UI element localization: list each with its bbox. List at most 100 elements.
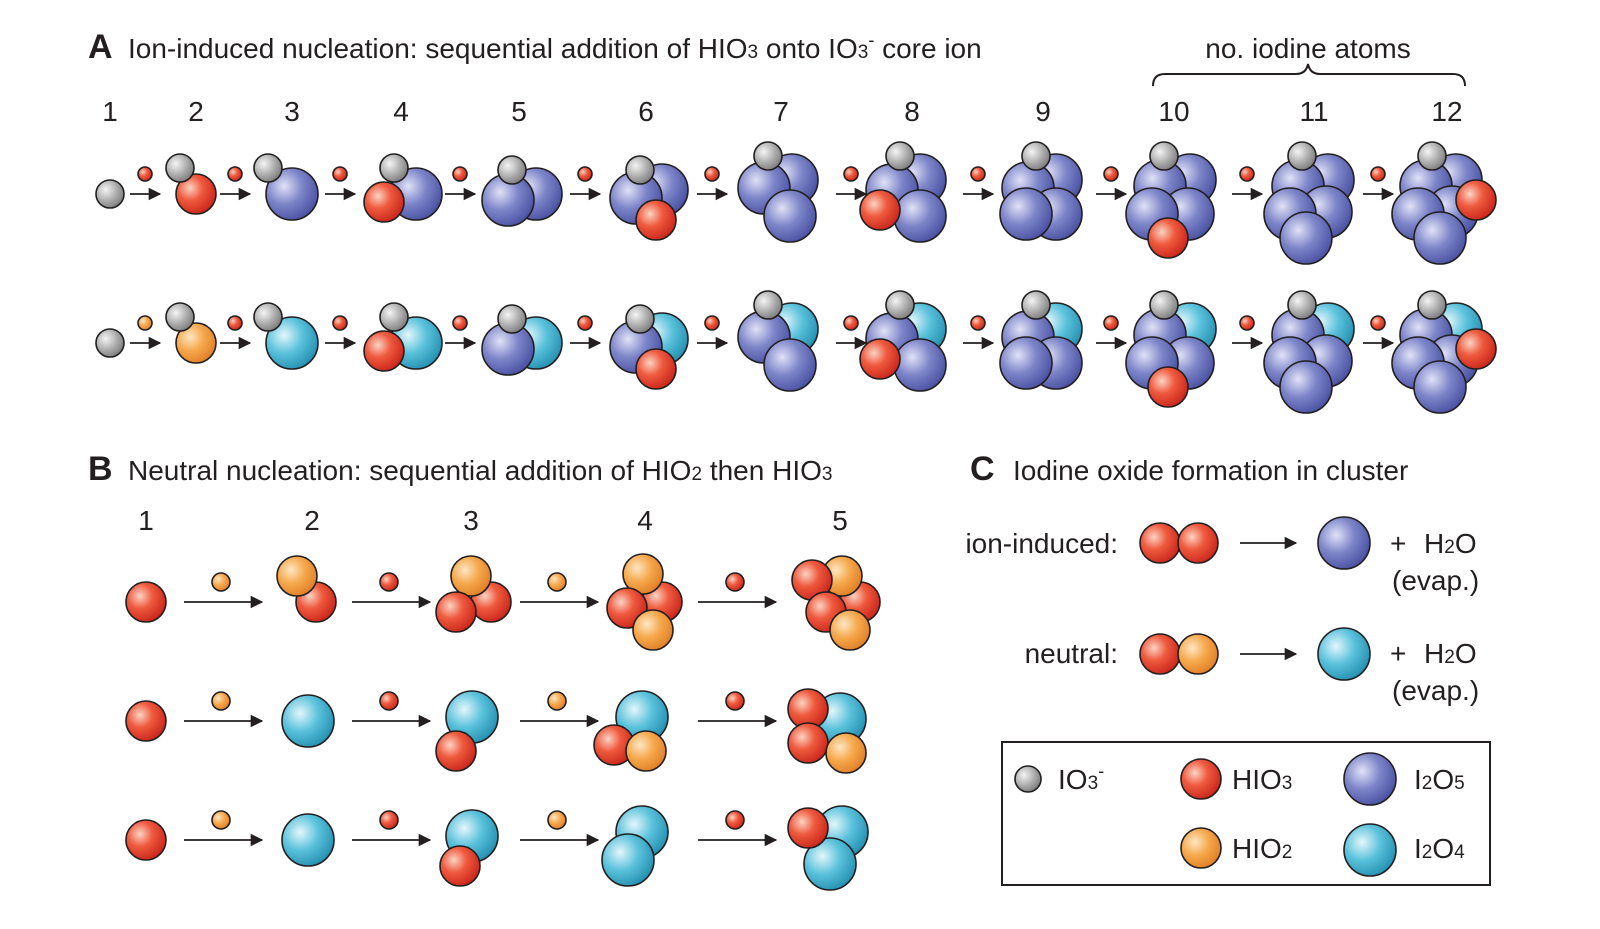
hio2-sphere bbox=[547, 691, 567, 711]
cluster-number: 7 bbox=[773, 96, 789, 127]
hio2-sphere bbox=[137, 315, 153, 331]
panel-b-title: Neutral nucleation: sequential addition … bbox=[128, 455, 832, 486]
cluster-2 bbox=[165, 302, 217, 364]
i2o5-sphere bbox=[893, 189, 947, 243]
hio3-sphere bbox=[1139, 522, 1181, 564]
io3-ion-sphere bbox=[379, 153, 409, 183]
hio3-sphere bbox=[452, 315, 468, 331]
hio3-sphere bbox=[379, 691, 399, 711]
cluster-11 bbox=[1263, 290, 1355, 414]
legend-i2o4-swatch bbox=[1343, 823, 1397, 877]
i2o4-sphere bbox=[601, 833, 655, 887]
hio3-sphere bbox=[704, 166, 720, 182]
cluster-4 bbox=[363, 153, 443, 223]
cluster-number: 8 bbox=[904, 96, 920, 127]
i2o4-sphere bbox=[265, 316, 319, 370]
io3-ion-sphere bbox=[95, 179, 125, 209]
ion-induced-water: H2O bbox=[1424, 528, 1477, 559]
io3-ion-sphere bbox=[253, 302, 283, 332]
hio2-sphere bbox=[829, 609, 871, 651]
i2o5-sphere bbox=[999, 336, 1053, 390]
cluster-number: 5 bbox=[832, 505, 848, 536]
cluster-number: 4 bbox=[393, 96, 409, 127]
b3-cluster-3 bbox=[439, 809, 499, 887]
hio3-sphere bbox=[1103, 315, 1119, 331]
i2o5-sphere bbox=[1317, 516, 1371, 570]
legend-box bbox=[1001, 741, 1491, 886]
hio3-sphere bbox=[725, 691, 745, 711]
hio2-sphere bbox=[632, 609, 674, 651]
io3-ion-sphere bbox=[1021, 290, 1051, 320]
hio3-sphere bbox=[635, 348, 677, 390]
hio3-sphere bbox=[577, 315, 593, 331]
i2o4-sphere bbox=[803, 837, 857, 891]
panel-c: C Iodine oxide formation in cluster ion-… bbox=[965, 450, 1479, 706]
io3-ion-sphere bbox=[95, 328, 125, 358]
hio3-sphere bbox=[175, 173, 217, 215]
hio3-sphere bbox=[125, 819, 167, 861]
panel-a-row-i2o5 bbox=[95, 141, 1497, 265]
io3-ion-sphere bbox=[1287, 141, 1317, 171]
io3-ion-sphere bbox=[885, 290, 915, 320]
hio3-sphere bbox=[1455, 328, 1497, 370]
panel-b-rows bbox=[125, 553, 881, 891]
b2-cluster-5 bbox=[787, 688, 867, 774]
legend-io3-label: IO3- bbox=[1058, 761, 1104, 795]
cluster-number: 3 bbox=[284, 96, 300, 127]
io3-ion-sphere bbox=[379, 302, 409, 332]
b1-cluster-5 bbox=[791, 555, 881, 651]
hio3-sphere bbox=[843, 166, 859, 182]
hio2-sphere bbox=[825, 732, 867, 774]
i2o5-sphere bbox=[763, 189, 817, 243]
hio3-sphere bbox=[1239, 315, 1255, 331]
cluster-number: 4 bbox=[637, 505, 653, 536]
i2o4-sphere bbox=[281, 813, 335, 867]
b2-cluster-3 bbox=[435, 690, 499, 772]
panel-b-header: B Neutral nucleation: sequential additio… bbox=[88, 450, 832, 488]
hio3-sphere bbox=[1147, 217, 1189, 259]
hio2-sphere bbox=[276, 555, 318, 597]
b1-cluster-4 bbox=[606, 553, 683, 651]
neutral-label: neutral: bbox=[1025, 638, 1118, 669]
i2o5-sphere bbox=[893, 338, 947, 392]
hio3-sphere bbox=[725, 572, 745, 592]
hio3-sphere bbox=[1147, 366, 1189, 408]
cluster-12 bbox=[1391, 290, 1497, 414]
i2o4-sphere bbox=[1317, 627, 1371, 681]
ion-induced-label: ion-induced: bbox=[965, 528, 1118, 559]
cluster-number: 6 bbox=[638, 96, 654, 127]
hio3-sphere bbox=[379, 572, 399, 592]
hio3-sphere bbox=[859, 189, 901, 231]
cluster-8 bbox=[859, 141, 947, 243]
b2-cluster-2 bbox=[281, 694, 335, 748]
cluster-number: 5 bbox=[511, 96, 527, 127]
panel-a-title: Ion-induced nucleation: sequential addit… bbox=[128, 30, 982, 64]
cluster-7 bbox=[737, 141, 819, 243]
legend-i2o5-label: I2O5 bbox=[1414, 764, 1465, 795]
cluster-10 bbox=[1125, 290, 1217, 408]
hio3-sphere bbox=[1139, 633, 1181, 675]
legend: IO3- HIO3 HIO2 I2O5 I2O4 bbox=[1001, 741, 1491, 886]
cluster-3 bbox=[253, 153, 319, 221]
hio3-sphere bbox=[439, 845, 481, 887]
io3-ion-sphere bbox=[1021, 141, 1051, 171]
b3-cluster-4 bbox=[601, 805, 669, 887]
io3-ion-sphere bbox=[253, 153, 283, 183]
i2o4-sphere bbox=[281, 694, 335, 748]
io3-ion-sphere bbox=[625, 155, 655, 185]
hio2-sphere bbox=[547, 572, 567, 592]
io3-ion-sphere bbox=[165, 153, 195, 183]
legend-io3-swatch bbox=[1014, 765, 1042, 793]
cluster-number: 2 bbox=[188, 96, 204, 127]
panel-b-row-1 bbox=[125, 553, 881, 651]
hio3-sphere bbox=[859, 338, 901, 380]
hio3-sphere bbox=[1370, 315, 1386, 331]
hio2-sphere bbox=[211, 572, 231, 592]
io3-ion-sphere bbox=[1149, 141, 1179, 171]
cluster-number: 12 bbox=[1431, 96, 1462, 127]
legend-swatches bbox=[1014, 752, 1397, 877]
hio2-sphere bbox=[450, 555, 492, 597]
i2o5-sphere bbox=[1279, 211, 1333, 265]
panel-b-letter: B bbox=[88, 450, 113, 488]
